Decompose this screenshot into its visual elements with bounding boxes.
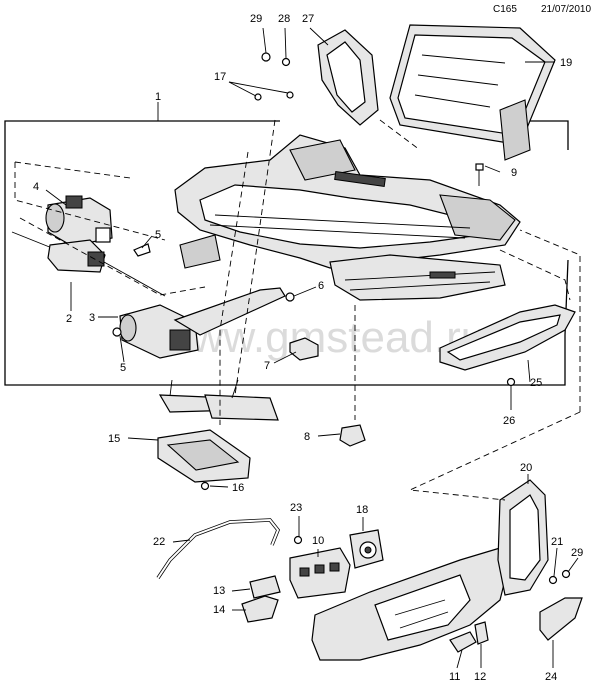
bracket-7	[289, 337, 319, 361]
callout-20: 20	[520, 462, 532, 474]
side-trim	[311, 547, 511, 661]
callout-9: 9	[511, 167, 517, 179]
callout-17: 17	[214, 71, 226, 83]
leader-lines	[45, 27, 579, 669]
rail-trim-25	[439, 304, 576, 371]
knob-11	[449, 631, 477, 653]
callout-6: 6	[318, 280, 324, 292]
callout-13: 13	[213, 585, 225, 597]
callout-11: 11	[449, 671, 460, 683]
callout-27: 27	[302, 13, 314, 25]
callout-19: 19	[560, 57, 572, 69]
knob-12	[474, 621, 489, 645]
callout-4: 4	[33, 181, 39, 193]
memory-switch-18	[349, 529, 384, 569]
callout-21: 21	[551, 536, 563, 548]
trim-cover-24	[539, 597, 583, 641]
clip-8	[339, 424, 366, 447]
clip-29-top	[261, 52, 271, 62]
switch-13	[249, 575, 281, 599]
diagram-date: 21/07/2010	[541, 4, 591, 15]
callout-22: 22	[153, 536, 165, 548]
bolt-17b	[286, 91, 294, 99]
callout-5-upper: 5	[155, 229, 161, 241]
side-trim-20	[497, 479, 549, 596]
callout-18: 18	[356, 504, 368, 516]
callout-1: 1	[155, 91, 161, 103]
callout-16: 16	[232, 482, 244, 494]
diagram-code: C165	[493, 4, 517, 15]
clip-26	[506, 377, 516, 387]
callout-24: 24	[545, 671, 557, 683]
bolt-9	[475, 163, 484, 186]
callout-28: 28	[278, 13, 290, 25]
callout-25: 25	[530, 377, 542, 389]
bolt-6	[285, 292, 295, 302]
callout-3: 3	[89, 312, 95, 324]
control-module-15	[157, 429, 251, 483]
lower-bracket	[158, 379, 279, 421]
nut-28	[281, 57, 291, 67]
callout-29-top: 29	[250, 13, 262, 25]
nut-23	[293, 535, 303, 545]
screw-16	[200, 481, 210, 491]
callout-12: 12	[474, 671, 486, 683]
headrest-bracket	[317, 29, 379, 126]
callout-7: 7	[264, 360, 270, 372]
switch-10	[289, 547, 351, 599]
callout-23: 23	[290, 502, 302, 514]
seat-frame	[174, 134, 521, 301]
linkage-rod	[173, 287, 295, 336]
clip-29-bottom	[561, 569, 571, 579]
callout-29-bottom: 29	[571, 547, 583, 559]
callout-8: 8	[304, 431, 310, 443]
assembly-frame-right	[520, 120, 569, 150]
screw-5-lower	[112, 327, 122, 337]
cable-22	[156, 518, 281, 579]
callout-2: 2	[66, 313, 72, 325]
backrest-panel	[389, 24, 556, 161]
motor-4	[45, 195, 113, 247]
callout-10: 10	[312, 535, 324, 547]
callout-15: 15	[108, 433, 120, 445]
motor-cable-2	[11, 231, 166, 297]
screw-5-upper	[133, 243, 151, 257]
bezel-14	[241, 595, 279, 623]
callout-26: 26	[503, 415, 515, 427]
callout-labels: 29 28 27 19 17 1 9 4 5 6 2 3 5 7 25 26 8…	[33, 13, 583, 683]
clip-21	[548, 575, 558, 585]
callout-5-lower: 5	[120, 362, 126, 374]
assembly-frame	[4, 120, 566, 386]
callout-14: 14	[213, 604, 225, 616]
bolt-17a	[254, 93, 262, 101]
connection-lines	[14, 119, 581, 501]
